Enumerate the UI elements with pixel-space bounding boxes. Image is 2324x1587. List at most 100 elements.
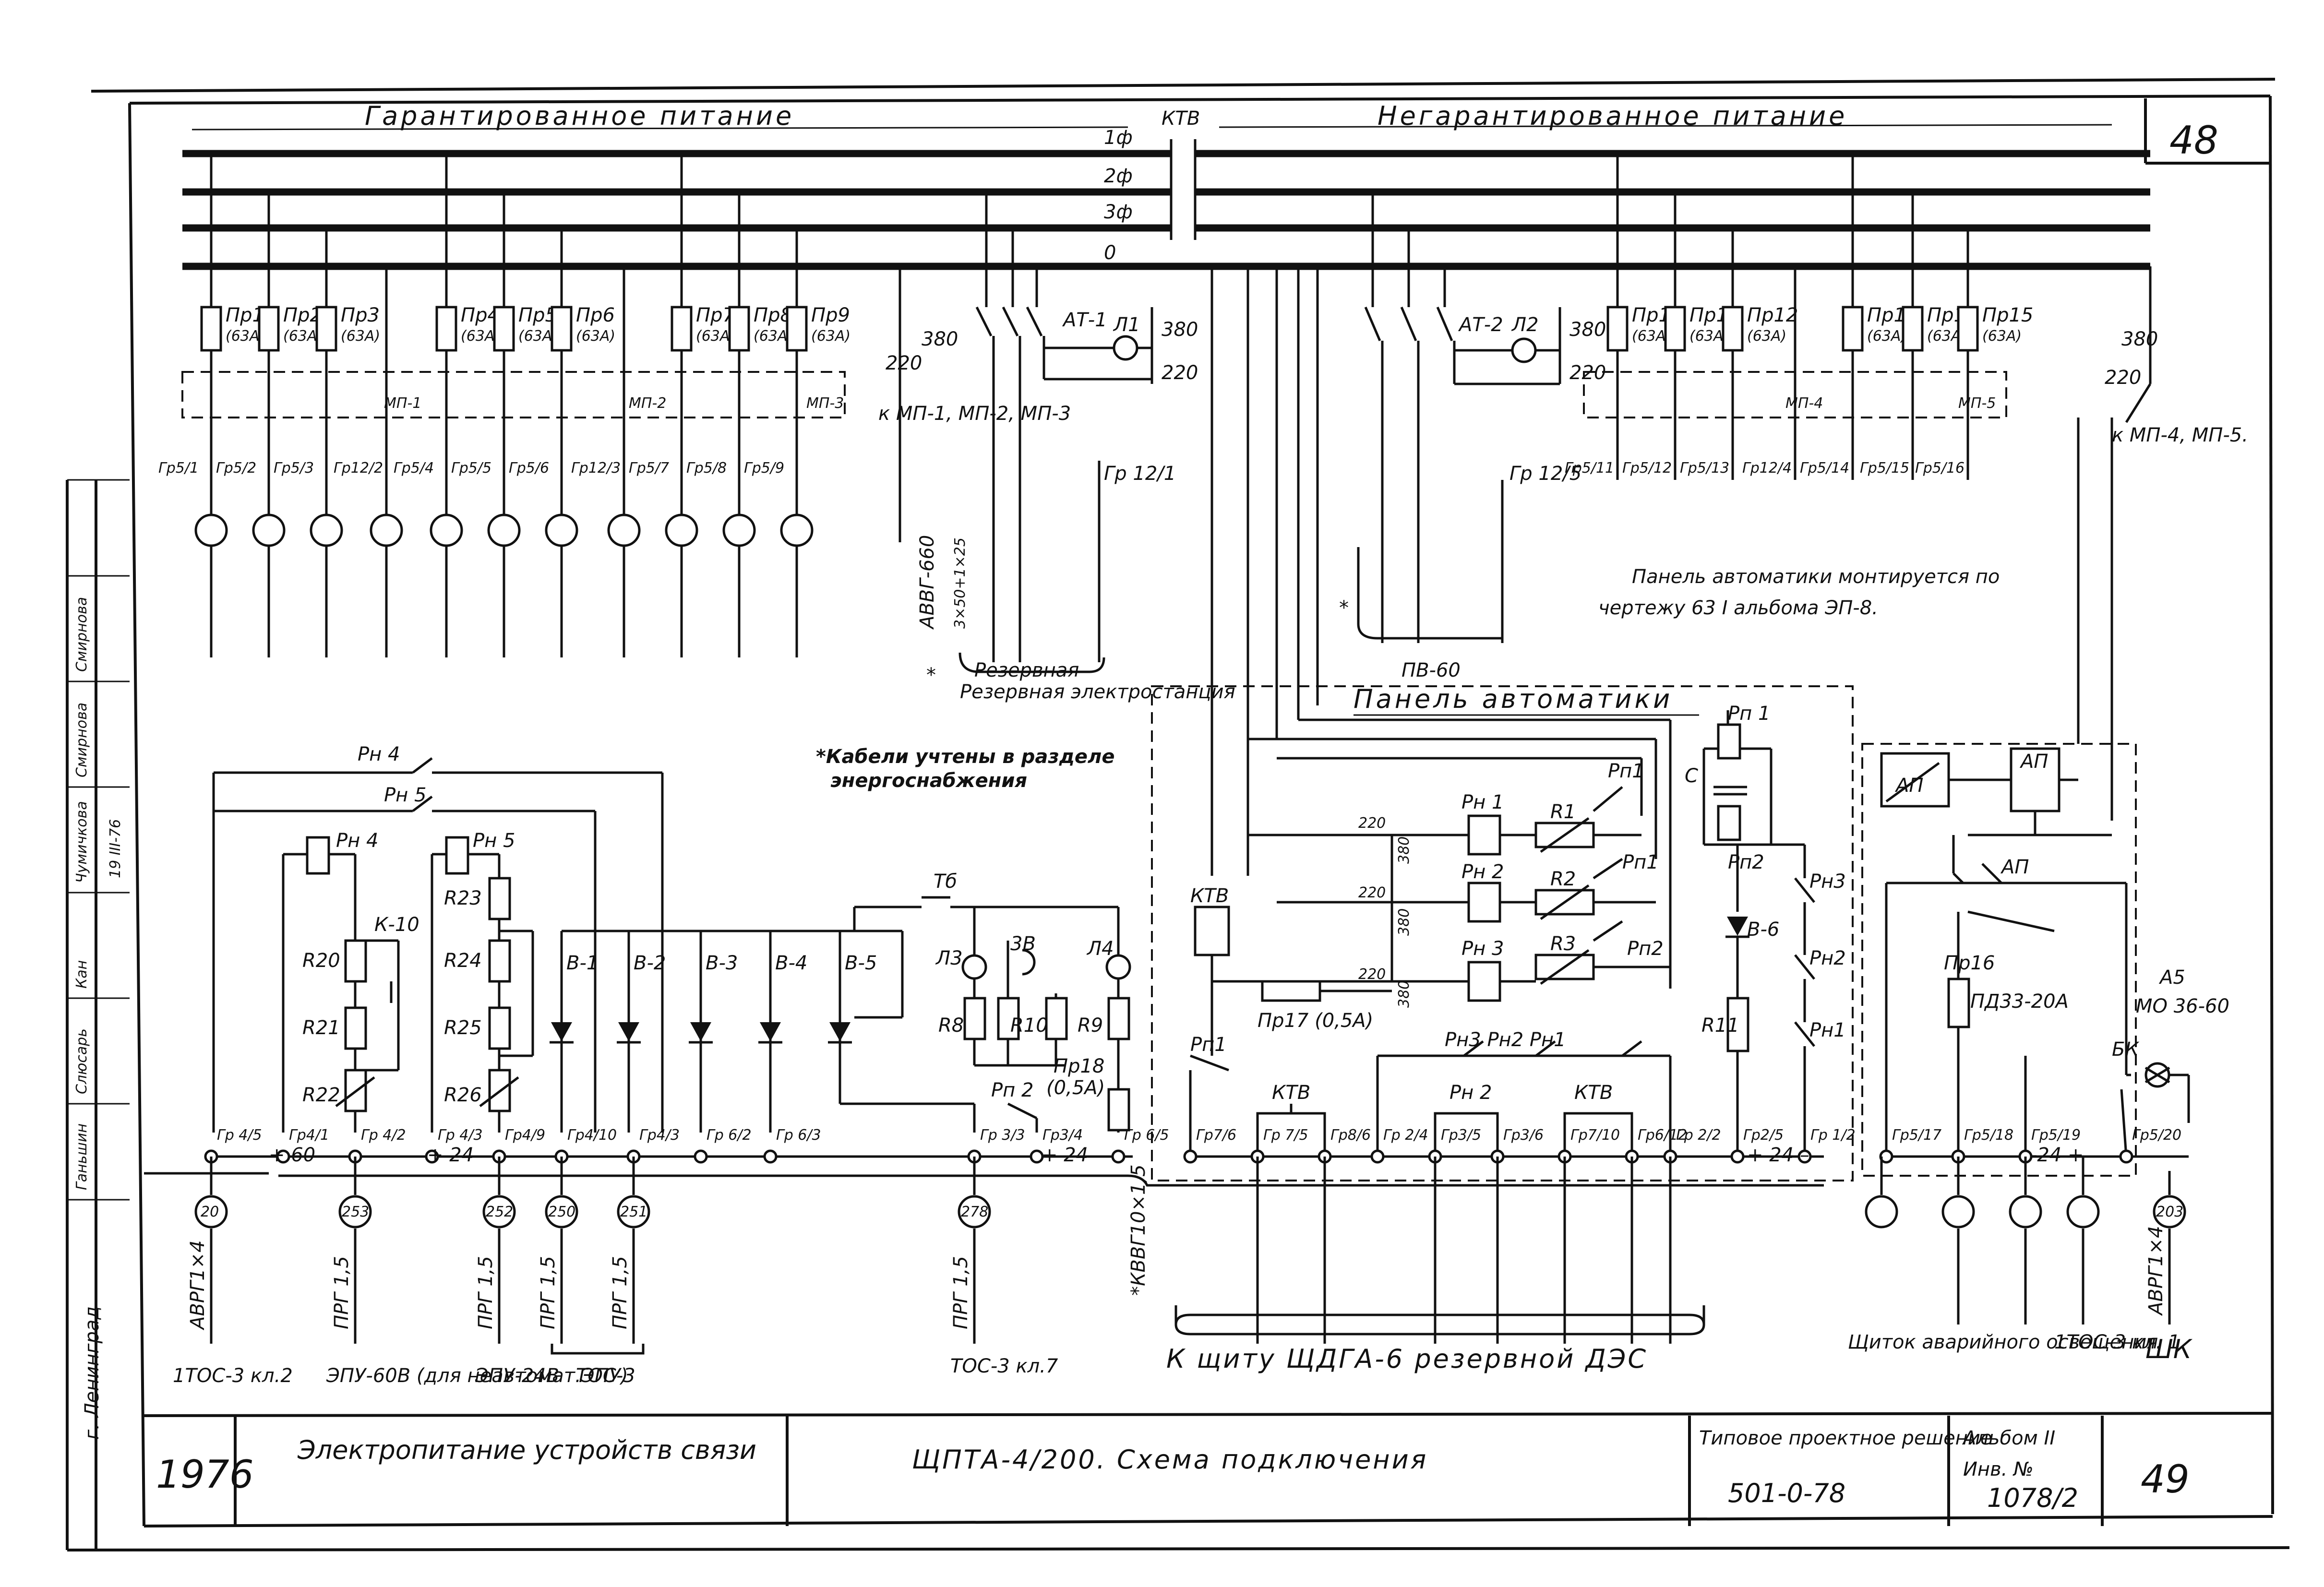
polarity-60: + 60 – (269, 1144, 331, 1166)
cable-type-278: ПРГ 1,5 (950, 1256, 972, 1329)
fuse-name-15: Пр15 (1982, 304, 2033, 326)
fuse-4 (435, 306, 457, 352)
cable-type-251: ПРГ 1,5 (609, 1256, 631, 1329)
diode-b3-label: В-3 (706, 952, 738, 974)
diode-b4-label: В-4 (775, 952, 807, 974)
at2-label: АТ-2 (1458, 314, 1503, 336)
ktv-contact-label-2: КТВ (1574, 1082, 1613, 1104)
fuse-5 (493, 306, 515, 352)
consumer-circle (194, 513, 228, 547)
terminal-label: Гр 4/2 (361, 1127, 406, 1144)
fuse-2 (258, 306, 280, 352)
bus-bars (182, 139, 2150, 270)
dest-epu60: ЭПУ-60В (для неавтомат.ЭПУ) (326, 1365, 628, 1387)
terminal-post (425, 1149, 439, 1164)
stamp-name-6: Смирнова (73, 597, 90, 672)
bus-label-2: 2ф (1104, 165, 1133, 187)
v380-a: 380 (1396, 836, 1413, 864)
v220-right: 220 (2105, 367, 2141, 389)
pn3-label: Рн3 (1809, 871, 1846, 893)
terminal-label: Гр5/18 (1964, 1127, 2013, 1144)
inv-label: Инв. № (1963, 1458, 2034, 1480)
gr12-1-label: Гр 12/1 (1104, 463, 1176, 485)
terminal-label: Гр 1/2 (1810, 1127, 1856, 1144)
rn3-label: Рн 3 (1461, 938, 1504, 960)
rn4-coil-label: Рн 4 (336, 830, 378, 852)
terminal-label: Гр5/2 (216, 460, 256, 477)
sheet-number: 49 (2141, 1457, 2190, 1502)
terminal-post (1730, 1149, 1745, 1164)
fuse-name-6: Пр6 (576, 304, 615, 326)
terminal-label: Гр5/15 (1860, 460, 1909, 477)
ktv-contact-label: КТВ (1272, 1082, 1310, 1104)
rn-contacts-label: Рн3 Рн2 Рн1 (1445, 1029, 1566, 1051)
terminal-label: Гр4/9 (505, 1127, 545, 1144)
fuse-11 (1664, 306, 1686, 352)
pp1-label-a: Рп1 (1608, 760, 1644, 782)
terminal-label: Гр5/12 (1622, 460, 1672, 477)
mp-label-4: МП-4 (1785, 395, 1823, 412)
mp-label-1: МП-1 (384, 395, 421, 412)
dest-emergency-lighting: Щиток аварийного освещения (1848, 1331, 2158, 1353)
fuse-1 (200, 306, 222, 352)
stamp-name-4: Чумичкова (73, 801, 90, 883)
fuse-7 (671, 306, 693, 352)
automation-panel-frame (1151, 685, 1854, 1181)
polarity-24b: + 24 – (1042, 1144, 1104, 1166)
stamp-name-2: Слюсарь (73, 1028, 90, 1094)
fuse-14 (1902, 306, 1924, 352)
consumer-circle (370, 513, 403, 547)
fuse-name-3: Пр3 (341, 304, 380, 326)
fuse-name-2: Пр2 (283, 304, 322, 326)
bus-label-3: 3ф (1104, 201, 1133, 223)
transfer-switch-1 (898, 192, 1153, 662)
v380-at2: 380 (1569, 319, 1606, 341)
terminal-label: Гр6/12 (1638, 1127, 1687, 1144)
pr18-label: Пр18 (1054, 1055, 1104, 1077)
cable-num-203: 203 (2156, 1204, 2183, 1220)
kmp-note: к МП-1, МП-2, МП-3 (878, 403, 1071, 425)
a5-type: МО 36-60 (2136, 995, 2229, 1017)
terminal-label: Гр7/6 (1196, 1127, 1236, 1144)
gr12-5-label: Гр 12/5 (1509, 463, 1581, 485)
at1-label: АТ-1 (1062, 309, 1107, 331)
fuse-group-left: Пр1(63А)Пр2(63А)Пр3(63А)Пр4(63А)Пр5(63А)… (158, 154, 851, 657)
cable-type-20: АВРГ1×4 (187, 1240, 209, 1331)
terminal-label: Гр3/6 (1503, 1127, 1544, 1144)
rn2-contact-label: Рн 2 (1450, 1082, 1492, 1104)
mp-label-5: МП-5 (1958, 395, 1996, 412)
pp2-left-label: Рп 2 (991, 1079, 1033, 1101)
panel-note-1: Панель автоматики монтируется по (1632, 566, 2000, 588)
consumer-circle (310, 513, 343, 547)
dest-shk: ШК (2145, 1334, 2193, 1364)
rn5-contact-label: Рн 5 (384, 784, 426, 806)
dest-toc3-kl7: ТОС-3 кл.7 (950, 1355, 1058, 1377)
terminal-post (1797, 1149, 1812, 1164)
r11-label: R11 (1701, 1014, 1739, 1037)
r23-label: R23 (444, 887, 482, 909)
terminal-post (694, 1149, 708, 1164)
v380-b: 380 (1396, 908, 1413, 936)
terminal-post (1370, 1149, 1385, 1164)
stamp-name-1: Ганьшин (73, 1123, 90, 1190)
panel-polarity: + 24 – (1747, 1144, 1809, 1166)
terminal-label: Гр12/2 (334, 460, 383, 477)
pr16-label: Пр16 (1944, 952, 1995, 974)
right-cables (1865, 1157, 2186, 1324)
ktv-coil-label: КТВ (1190, 885, 1229, 907)
panel-note-2: чертежу 63 I альбома ЭП-8. (1598, 597, 1878, 619)
terminal-label: Гр12/3 (571, 460, 621, 477)
terminal-post (1183, 1149, 1198, 1164)
consumer-circle (430, 513, 463, 547)
cable-type-250: ПРГ 1,5 (537, 1256, 559, 1329)
r25-label: R25 (444, 1017, 482, 1039)
terminal-post (1030, 1149, 1044, 1164)
relay-circuit-left (212, 757, 1131, 1133)
lower-left-cables (194, 1157, 991, 1355)
terminal-label: Гр 2/4 (1383, 1127, 1428, 1144)
l4-label: Л4 (1086, 938, 1114, 960)
r9-label: R9 (1078, 1014, 1103, 1037)
cables-note-1: *Кабели учтены в разделе (816, 746, 1114, 768)
